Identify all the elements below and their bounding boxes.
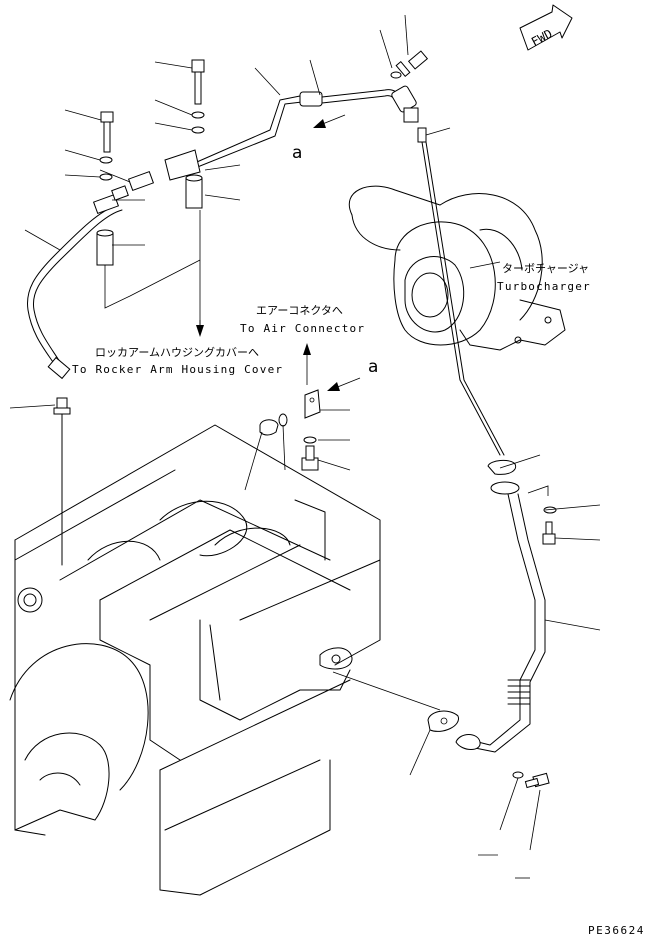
turbocharger-en-label: Turbocharger xyxy=(497,280,591,293)
air-connector-en-label: To Air Connector xyxy=(240,322,365,335)
ref-a-lower: a xyxy=(368,357,378,377)
text-labels: a a ターボチャージャ Turbocharger エアーコネクタへ To Ai… xyxy=(72,143,645,937)
leader-lines xyxy=(9,14,601,879)
turbocharger-jp-label: ターボチャージャ xyxy=(502,262,589,275)
clip-bracket xyxy=(259,389,321,471)
rocker-cover-jp-label: ロッカアームハウジングカバーへ xyxy=(95,345,259,359)
turbocharger xyxy=(348,185,566,351)
air-connector-jp-label: エアーコネクタへ xyxy=(256,304,343,317)
engine-block xyxy=(9,424,381,896)
drawing-code: PE36624 xyxy=(588,924,645,937)
ref-a-upper: a xyxy=(292,143,302,163)
upper-oil-hose xyxy=(26,50,505,566)
fwd-arrow-icon: FWD xyxy=(519,4,573,51)
fwd-label: FWD xyxy=(529,27,555,50)
arrows xyxy=(196,114,361,391)
oil-drain-pipe xyxy=(427,459,557,789)
rocker-cover-en-label: To Rocker Arm Housing Cover xyxy=(72,363,283,376)
